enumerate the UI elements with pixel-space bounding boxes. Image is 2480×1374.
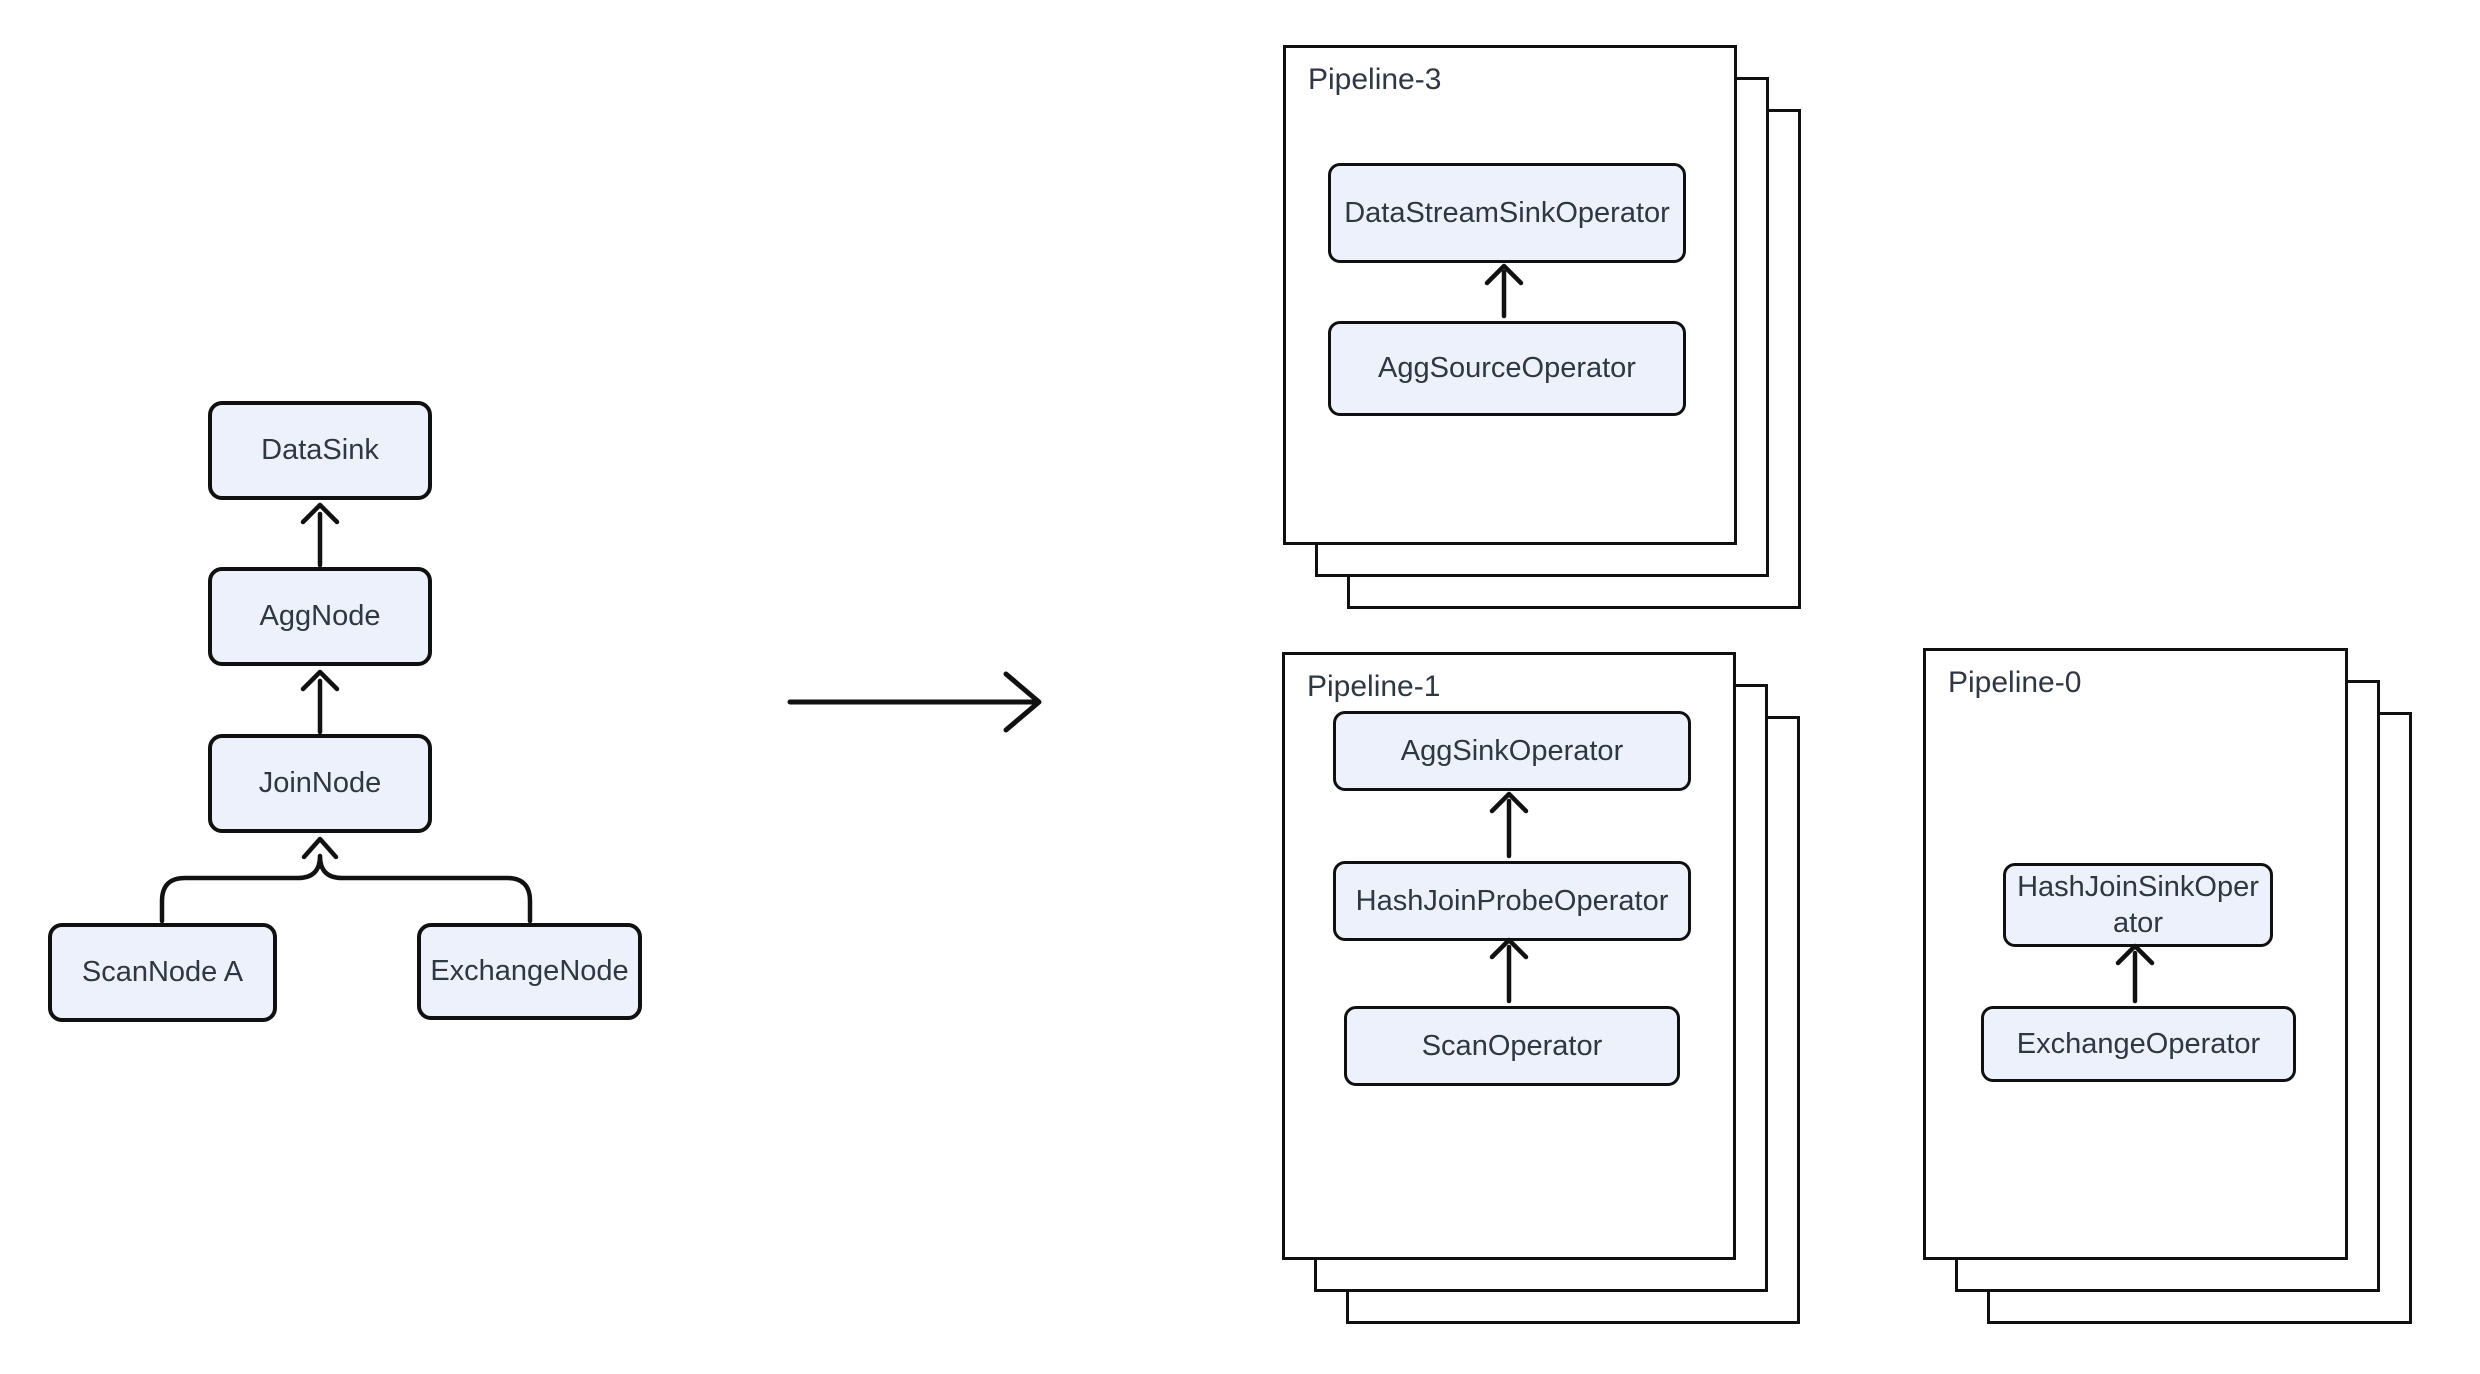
- op-aggsink: AggSinkOperator: [1333, 711, 1691, 791]
- tree-node-datasink: DataSink: [208, 401, 432, 500]
- tree-node-scannode-a: ScanNode A: [48, 923, 277, 1022]
- tree-node-joinnode: JoinNode: [208, 734, 432, 833]
- op-hashjoinprobe: HashJoinProbeOperator: [1333, 861, 1691, 941]
- op-exchange: ExchangeOperator: [1981, 1006, 2296, 1082]
- tree-node-exchangenode: ExchangeNode: [417, 923, 642, 1020]
- arrow-plan-to-pipelines: [787, 671, 1042, 733]
- pipeline-0-group: Pipeline-0 HashJoinSinkOperator Exchange…: [1923, 648, 2412, 1324]
- pipeline-0-card: Pipeline-0 HashJoinSinkOperator Exchange…: [1923, 648, 2348, 1260]
- arrow-joinnode-to-aggnode: [300, 669, 340, 735]
- op-datastreamsink: DataStreamSinkOperator: [1328, 163, 1686, 263]
- pipeline-3-group: Pipeline-3 DataStreamSinkOperator AggSou…: [1283, 45, 1801, 609]
- op-hashjoinsink: HashJoinSinkOperator: [2003, 863, 2273, 947]
- pipeline-1-card: Pipeline-1 AggSinkOperator HashJoinProbe…: [1282, 652, 1736, 1260]
- pipeline-1-title: Pipeline-1: [1307, 670, 1441, 703]
- pipeline-1-group: Pipeline-1 AggSinkOperator HashJoinProbe…: [1282, 652, 1800, 1324]
- tree-node-aggnode: AggNode: [208, 567, 432, 666]
- pipeline-3-card: Pipeline-3 DataStreamSinkOperator AggSou…: [1283, 45, 1737, 545]
- arrow-aggnode-to-datasink: [300, 502, 340, 568]
- op-scan: ScanOperator: [1344, 1006, 1680, 1086]
- op-aggsource: AggSourceOperator: [1328, 321, 1686, 416]
- brace-scannode-exchangenode-to-joinnode: [159, 836, 533, 924]
- pipeline-0-title: Pipeline-0: [1948, 666, 2082, 699]
- pipeline-3-title: Pipeline-3: [1308, 63, 1442, 96]
